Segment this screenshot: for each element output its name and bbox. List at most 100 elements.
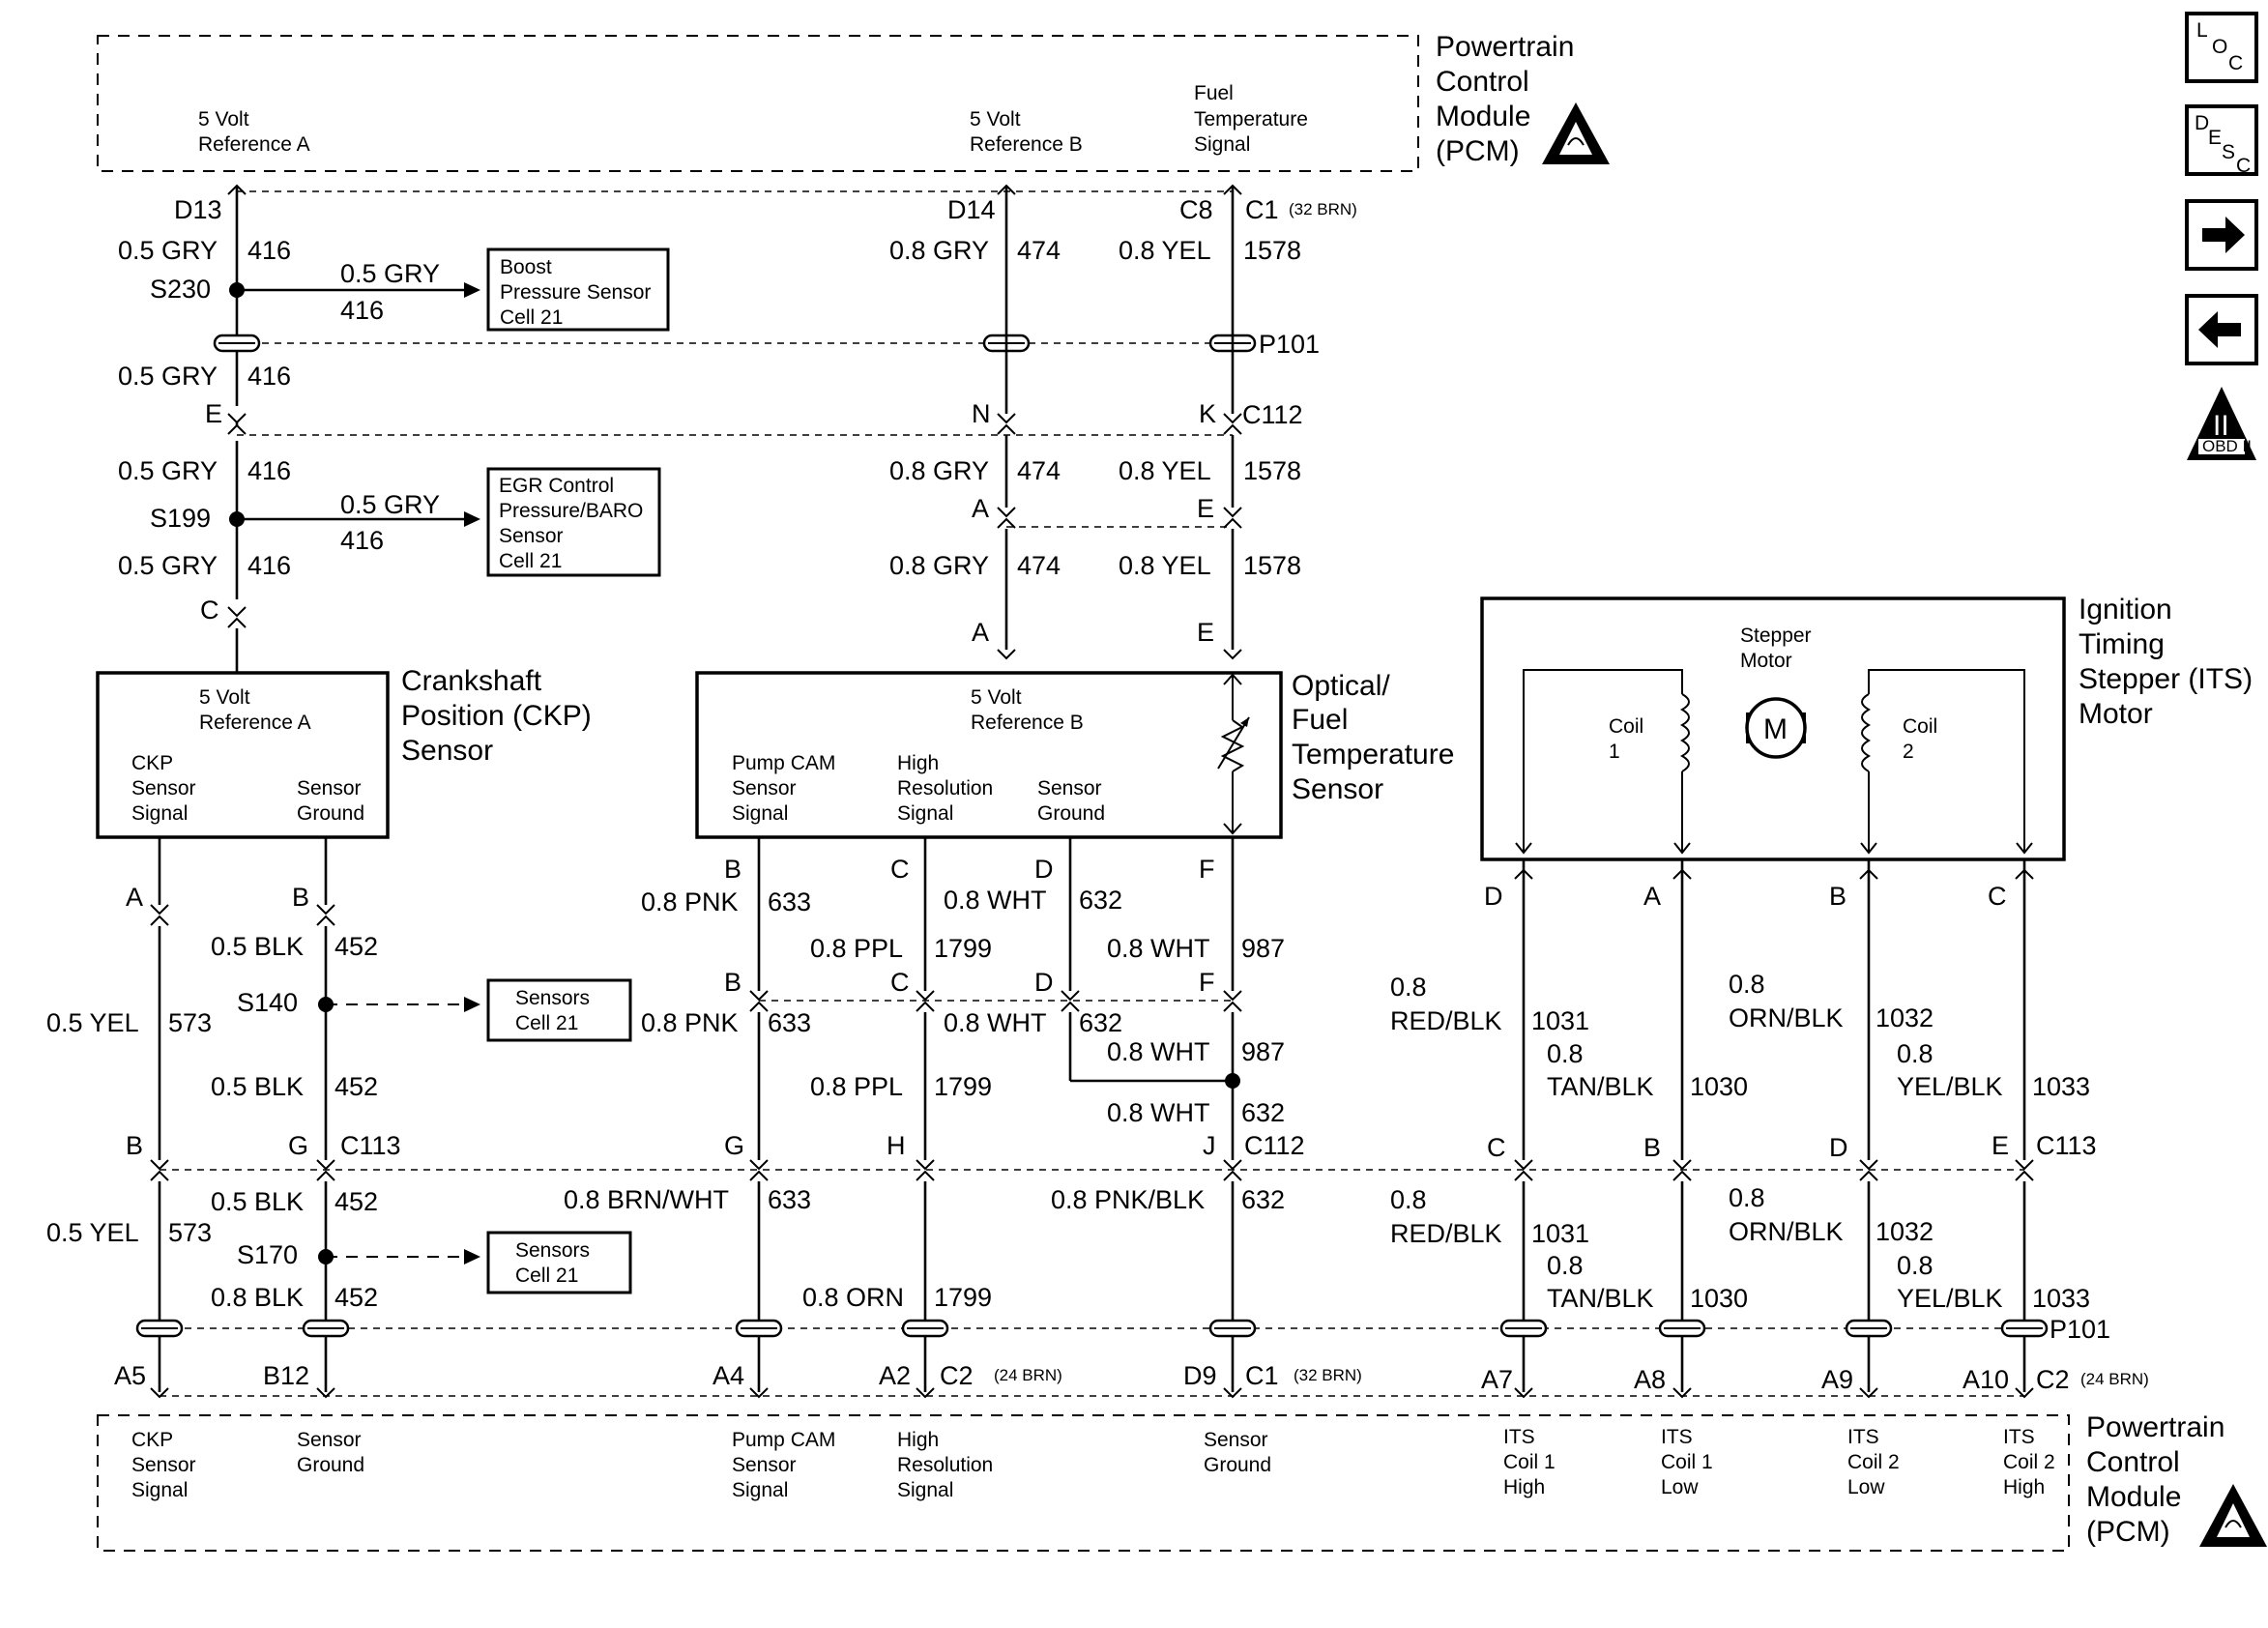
wire-1033-circuit-1: 1033 — [2032, 1072, 2090, 1101]
circuit-452 — [316, 837, 335, 1392]
previous-page-button[interactable] — [2185, 294, 2258, 365]
opt-hires-2: Resolution — [897, 777, 993, 799]
pcm-top-title-3: Module — [1436, 101, 1530, 132]
splice-s140-label: S140 — [237, 988, 298, 1017]
obd-ii-button[interactable]: II OBD II — [2187, 387, 2256, 460]
ckp-ref-2: Reference A — [199, 712, 311, 734]
pin-a8: A8 — [1634, 1365, 1666, 1394]
loc-letter-o: O — [2212, 36, 2227, 58]
wire-632-label-1: 0.8 WHT — [944, 886, 1047, 915]
connector-c1-top: C1 — [1245, 195, 1279, 224]
s140-arrow-icon — [464, 997, 480, 1012]
egr-arrow-icon — [464, 511, 480, 527]
description-button[interactable]: D E S C — [2185, 104, 2258, 177]
sensors-box2-line-2: Cell 21 — [515, 1265, 578, 1287]
pcm-b-hires-1: High — [897, 1429, 939, 1451]
opt-cam-2: Sensor — [732, 777, 797, 799]
c113-left-label: C113 — [340, 1131, 401, 1160]
location-button[interactable]: L O C — [2185, 12, 2258, 83]
opt-cam-1: Pump CAM — [732, 752, 835, 774]
wire-633-circuit-1: 633 — [768, 887, 811, 916]
sensors-box1-line-2: Cell 21 — [515, 1012, 578, 1034]
boost-box-line-1: Boost — [500, 256, 552, 278]
opt-ref-1: 5 Volt — [971, 686, 1022, 709]
wire-1030-color-2: TAN/BLK — [1547, 1284, 1654, 1313]
wire-474-label-3: 0.8 GRY — [889, 551, 989, 580]
opt-hires-3: Signal — [897, 802, 953, 825]
conn-letter-d-its-low: D — [1829, 1133, 1848, 1162]
s170-arrow-icon — [464, 1249, 480, 1265]
ckp-sensor-box[interactable] — [96, 671, 390, 839]
pin-a5: A5 — [114, 1361, 146, 1390]
pcm-top-title-1: Powertrain — [1436, 31, 1574, 63]
pcm-b-its2l-3: Low — [1847, 1476, 1885, 1498]
pin-a9: A9 — [1821, 1365, 1853, 1394]
pcm-b-its2l-2: Coil 2 — [1847, 1451, 1900, 1473]
pcm-b-hires-3: Signal — [897, 1479, 953, 1501]
arrow-left-icon — [2198, 311, 2241, 348]
its-stepper-1: Stepper — [1740, 625, 1812, 647]
wire-452-label-1: 0.5 BLK — [211, 932, 304, 961]
wire-416-branch-b: 0.5 GRY — [340, 490, 440, 519]
pcm-b-its1l-2: Coil 1 — [1661, 1451, 1713, 1473]
its-title-2: Timing — [2079, 628, 2165, 660]
optical-fuel-temp-sensor: 5 Volt Reference B Pump CAM Sensor Signa… — [695, 671, 1283, 839]
wire-416-branch-a: 0.5 GRY — [340, 259, 440, 288]
boost-box-line-3: Cell 21 — [500, 306, 563, 329]
egr-box-line-2: Pressure/BARO — [499, 500, 643, 522]
sensors-ref-box-2[interactable] — [486, 1231, 632, 1294]
optical-sensor-box[interactable] — [695, 671, 1283, 839]
pcm-b-ckp-3: Signal — [131, 1479, 188, 1501]
conn-letter-b-its-low: B — [1643, 1133, 1661, 1162]
wire-1032-color-1: ORN/BLK — [1729, 1003, 1844, 1032]
conn-letter-n: N — [972, 399, 991, 428]
thermistor-icon — [1217, 673, 1250, 835]
connector-c1-bottom-note: (32 BRN) — [1294, 1366, 1362, 1384]
sensors-ref-box-1[interactable] — [486, 978, 632, 1042]
circuit-416 — [227, 184, 247, 672]
pcm-bottom-outline — [97, 1414, 2070, 1552]
ckp-title-1: Crankshaft — [401, 665, 542, 697]
coil2-label-1: Coil — [1903, 715, 1937, 738]
wire-1578-circuit-2: 1578 — [1243, 456, 1301, 485]
desc-letter-d: D — [2195, 112, 2209, 134]
pcm-top-fuel-2: Temperature — [1194, 108, 1308, 131]
ckp-title-3: Sensor — [401, 735, 493, 767]
pcm-bottom-title-3: Module — [2086, 1481, 2181, 1513]
pcm-b-its2h-2: Coil 2 — [2003, 1451, 2055, 1473]
sensors-box1-line-1: Sensors — [515, 987, 590, 1009]
wire-987-circuit-1: 987 — [1241, 934, 1285, 963]
pcm-top-ref-b-2: Reference B — [970, 133, 1083, 156]
its-stepper-2: Motor — [1740, 650, 1792, 672]
pcm-b-hires-2: Resolution — [897, 1454, 993, 1476]
obd-roman: II — [2213, 410, 2229, 442]
wire-416-label-2: 0.5 GRY — [118, 362, 218, 391]
boost-pressure-sensor-ref-box[interactable] — [486, 247, 670, 332]
conn-letter-b-633: B — [724, 855, 741, 884]
its-title-4: Motor — [2079, 698, 2153, 730]
boost-arrow-icon — [464, 282, 480, 298]
esd-warning-icon — [1542, 102, 1610, 164]
pcm-top-module: Powertrain Control Module (PCM) 5 Volt R… — [97, 31, 1610, 172]
wire-632-label-4: 0.8 PNK/BLK — [1051, 1185, 1205, 1214]
conn-letter-a-its: A — [1643, 882, 1661, 911]
pcm-b-its1l-3: Low — [1661, 1476, 1699, 1498]
wire-474-label-2: 0.8 GRY — [889, 456, 989, 485]
wire-1032-color-2: ORN/BLK — [1729, 1217, 1844, 1246]
pin-d13: D13 — [174, 195, 222, 224]
wire-416-circuit-4: 416 — [247, 551, 291, 580]
egr-sensor-ref-box[interactable] — [486, 467, 661, 577]
boost-box-line-2: Pressure Sensor — [500, 281, 651, 304]
wire-987-label-1: 0.8 WHT — [1107, 934, 1210, 963]
wire-452-label-3: 0.5 BLK — [211, 1187, 304, 1216]
wire-1032-gauge-2: 0.8 — [1729, 1183, 1765, 1212]
opt-title-2: Fuel — [1292, 704, 1348, 736]
ckp-sig-3: Signal — [131, 802, 188, 825]
wire-416-circuit-3: 416 — [247, 456, 291, 485]
wire-632-circuit-2: 632 — [1079, 1008, 1122, 1037]
wire-1030-circuit-2: 1030 — [1690, 1284, 1748, 1313]
conn-letter-g-gnd: G — [288, 1131, 308, 1160]
next-page-button[interactable] — [2185, 199, 2258, 271]
splice-632-987 — [1225, 1073, 1240, 1089]
pin-a4: A4 — [712, 1361, 744, 1390]
